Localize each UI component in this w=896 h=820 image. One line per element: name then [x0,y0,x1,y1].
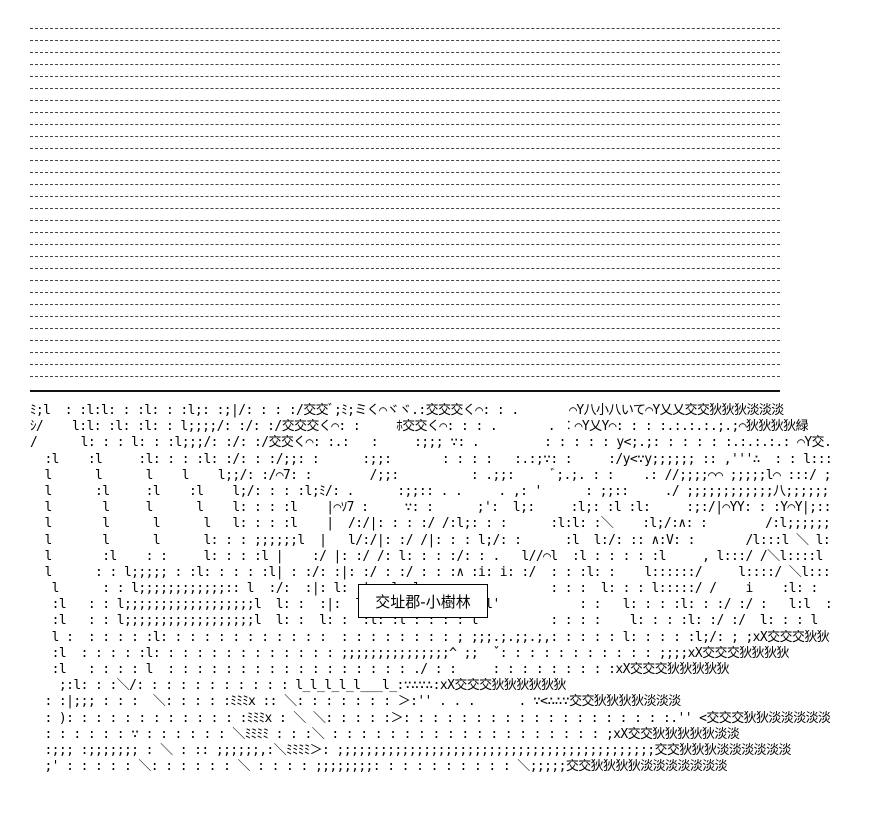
horizon-line [30,390,780,399]
art-line: : :|;;; : : : ＼: : : : :ﾐﾐﾐx :: ＼: : : :… [30,694,681,710]
sky-line [30,328,780,336]
sky-line [30,376,780,384]
sky-line [30,232,780,240]
sky-line [30,196,780,204]
sky-line [30,64,780,72]
art-line: l :l :l :l l;/: : : :l;ﾐ/: . :;;:: . . .… [30,483,830,499]
sky-line [30,112,780,120]
sky-line [30,304,780,312]
ascii-art-scene: ﾐ;l : :l:l: : :l: : :l;: :;|/: : : :/交交ﾞ… [30,28,830,775]
sky-line [30,172,780,180]
location-sign-text: 交址郡-小樹林 [375,592,471,611]
sky-line [30,184,780,192]
art-line: :l : : : : :l: : : : : : : : : : : : : ;… [30,645,790,661]
sky-line [30,268,780,276]
sky-line [30,160,780,168]
sky-line [30,124,780,132]
sky-line [30,220,780,228]
art-line: l l l l l: : : :l |⌒ｿ7 : ∵: : ;': l;: :l… [30,500,830,516]
sky-line [30,76,780,84]
sky-line [30,244,780,252]
art-line: l : : : : : :l: : : : : : : : : : : : : … [30,629,830,645]
sky-line [30,292,780,300]
art-line: ｼ/ l:l: :l: :l: : l;;;;/: :/: :/交交交く⌒: :… [30,419,809,435]
art-line: / l: : : l: : :l;;;/: :/: :/交交く⌒: :.: : … [30,435,830,451]
sky-line [30,28,780,36]
art-line: ;:l: : :＼/: : : : : : : : : : : l_l_l_l_… [30,678,567,694]
location-sign: 交址郡-小樹林 [358,584,488,618]
sky-line [30,280,780,288]
sky-line [30,148,780,156]
art-line: l : : l;;;;; : :l: : : : :l| : :/: :|: :… [44,564,830,580]
sky-line [30,136,780,144]
art-line: l :l : : l: : : :l | :/ |: :/ /: l: : : … [44,548,823,564]
art-line: ﾐ;l : :l:l: : :l: : :l;: :;|/: : : :/交交ﾞ… [30,403,784,418]
sky-line [30,340,780,348]
art-line: :l : : l;;;;;;;;;;;;;;;;;;l l: : l: : :l… [30,613,830,629]
sky-line [30,40,780,48]
art-line: : : : : : : ∵ : : : : : : ＼ﾐﾐﾐﾐ : : :＼ :… [30,726,740,742]
art-line: l l l l: : : ;;;;;;l | l/:/|: :/ /|: : :… [44,532,830,548]
art-line: :l : : : : l : : : : : : : : : : : : : :… [30,662,730,677]
sky-line [30,208,780,216]
sky-line [30,100,780,108]
art-line: l l l l l: : : :l | /:/|: : : :/ /:l;: :… [44,516,830,532]
art-line: :l :l :l: : : :l: :/: : :/;;: : :;;: : :… [30,451,830,467]
art-line: : ): : : : : : : : : : : : :ﾐﾐﾐx : ＼ ＼: … [30,710,830,726]
art-line: :;;; :;;;;;;; : ＼ : :: ;;;;;;,:＼ﾐﾐﾐﾐ＞: ;… [30,742,791,758]
sky-line [30,88,780,96]
sky-line [30,352,780,360]
art-line: l l l l l;;/: :/⌒7: : /;;: : .;;: ﾞ;.;. … [30,467,830,483]
sky-line [30,364,780,372]
sky-dashed-lines [30,28,830,399]
sky-line [30,52,780,60]
art-line: ;' : : : : : ＼: : : : : : ＼ : : : : ;;;;… [30,759,728,775]
sky-line [30,316,780,324]
sky-line [30,256,780,264]
